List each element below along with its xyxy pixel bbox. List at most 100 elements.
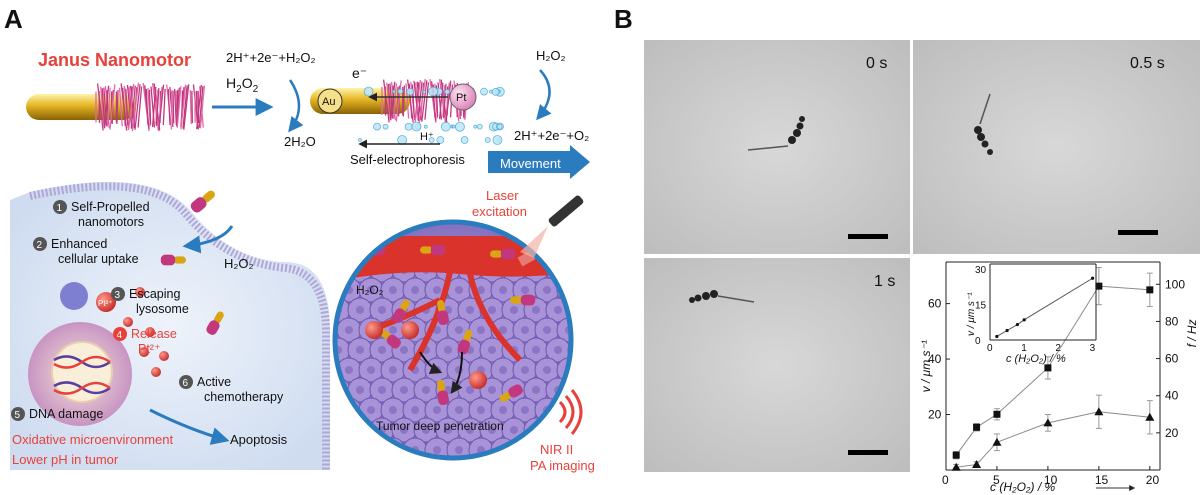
nanomotor	[490, 248, 516, 260]
y-left-tick-label: 60	[928, 297, 942, 311]
nanomotor-track	[974, 93, 993, 155]
y-left-tick-label: 40	[928, 352, 942, 366]
data-point-triangle	[951, 462, 961, 471]
inset-x-tick-label: 3	[1090, 343, 1096, 354]
nanomotor	[420, 244, 446, 256]
pt-ion	[401, 321, 419, 339]
inset-point	[1005, 328, 1009, 333]
y-right-tick-label: 40	[1165, 389, 1179, 403]
pt-ion-ball-label: Pt²⁺	[98, 299, 112, 308]
chart-background	[913, 258, 1200, 495]
tumor-cell	[545, 417, 571, 443]
step-text: nanomotors	[78, 215, 144, 229]
step-text: lysosome	[136, 302, 189, 316]
tumor-illustration	[332, 219, 603, 461]
cell-h2o2-label: H₂O₂	[224, 256, 254, 271]
tumor-h2o2-label: H₂O₂	[356, 283, 384, 297]
step-number: 1	[57, 203, 63, 214]
step-badge	[11, 407, 25, 421]
frame-time-0: 0 s	[866, 55, 887, 72]
h2o2-label-left: H2O2	[226, 75, 259, 95]
cathode-reaction-text: 2H⁺+2e⁻+H₂O₂	[226, 50, 316, 65]
step-text: Release	[131, 327, 177, 341]
nanomotor	[437, 379, 449, 406]
step-text: Active	[197, 375, 231, 389]
pt-label: Pt	[456, 92, 466, 104]
inset-point	[1022, 318, 1026, 322]
data-point-square	[993, 410, 1001, 418]
frame-time-2: 1 s	[874, 273, 895, 290]
data-point-square	[1044, 364, 1052, 372]
inset-point	[1090, 276, 1095, 280]
data-point-square	[1095, 282, 1103, 290]
inset-y-tick-label: 30	[975, 265, 987, 276]
step-badge	[179, 375, 193, 389]
water-product-text: 2H₂O	[284, 134, 316, 149]
inset-point	[1015, 322, 1019, 327]
step-text: chemotherapy	[204, 390, 284, 404]
nanomotor	[499, 384, 523, 402]
self-electrophoresis-label: Self-electrophoresis	[350, 152, 465, 167]
tumor-cell	[567, 297, 571, 323]
cell-nanomotors	[160, 190, 224, 335]
inset-x-label: c (H₂O₂) / %	[1006, 353, 1066, 365]
janus-nanomotor-title: Janus Nanomotor	[38, 50, 191, 70]
x-tick-label: 15	[1095, 473, 1109, 487]
data-point-triangle	[1043, 418, 1053, 427]
tumor-cell	[358, 437, 384, 458]
tumor-cell	[567, 337, 571, 363]
pt-ion	[365, 321, 383, 339]
step-number: 3	[115, 290, 121, 301]
data-point-triangle	[1094, 407, 1104, 416]
x-tick-label: 0	[942, 473, 949, 487]
scale-bar	[848, 450, 888, 455]
middle-nanomotor-illustration	[310, 78, 505, 145]
microenvironment-line2: Lower pH in tumor	[12, 452, 119, 467]
au-label: Au	[322, 96, 335, 108]
microenvironment-line1: Oxidative microenvironment	[12, 432, 174, 447]
laser-pointer-icon	[520, 195, 584, 258]
penetration-arrow-1	[419, 351, 443, 374]
pt-ion	[469, 371, 487, 389]
step-text: Enhanced	[51, 237, 107, 251]
step-number: 4	[117, 330, 123, 341]
y-right-tick-label: 100	[1165, 277, 1185, 291]
step-number: 5	[15, 410, 21, 421]
step-text: Pt²⁺	[138, 342, 161, 356]
nanomotor	[206, 311, 224, 335]
data-point-square	[973, 423, 981, 431]
nir-label-line1: NIR II	[540, 442, 573, 457]
inset-y-tick-label: 0	[975, 336, 981, 347]
step-text: Escaping	[129, 287, 180, 301]
tumor-cell	[579, 278, 603, 302]
anode-curve-arrow	[536, 69, 552, 121]
y-right-tick-label: 80	[1165, 314, 1179, 328]
tumor-cell	[579, 318, 603, 342]
micrograph-frame-2	[644, 258, 910, 472]
nanomotor	[160, 254, 186, 266]
uptake-arrow	[182, 225, 234, 254]
data-point-triangle	[1145, 412, 1155, 421]
laser-label-line2: excitation	[472, 204, 527, 219]
x-tick-label: 10	[1044, 473, 1058, 487]
step-badge	[53, 200, 67, 214]
nucleus	[28, 322, 132, 426]
step-text: Self-Propelled	[71, 200, 150, 214]
tumor-cell	[336, 437, 362, 458]
laser-label-line1: Laser	[486, 188, 519, 203]
nir-label-line2: PA imaging	[530, 458, 595, 473]
tumor-cell	[579, 398, 603, 422]
x-axis-label: c (H₂O₂) / %	[990, 480, 1055, 494]
y-right-axis-label: f / Hz	[1185, 319, 1199, 347]
pt-ion-ball	[96, 292, 116, 312]
inset-y-label: v / μm s⁻¹	[966, 292, 977, 336]
y-left-axis-label: v / μm s⁻¹	[919, 340, 933, 392]
scale-bar	[848, 234, 888, 239]
nanomotor-track	[747, 116, 805, 151]
lysosome	[60, 282, 88, 310]
frame-time-1: 0.5 s	[1130, 55, 1165, 72]
step-text: DNA damage	[29, 407, 103, 421]
nanomotor	[510, 294, 536, 306]
